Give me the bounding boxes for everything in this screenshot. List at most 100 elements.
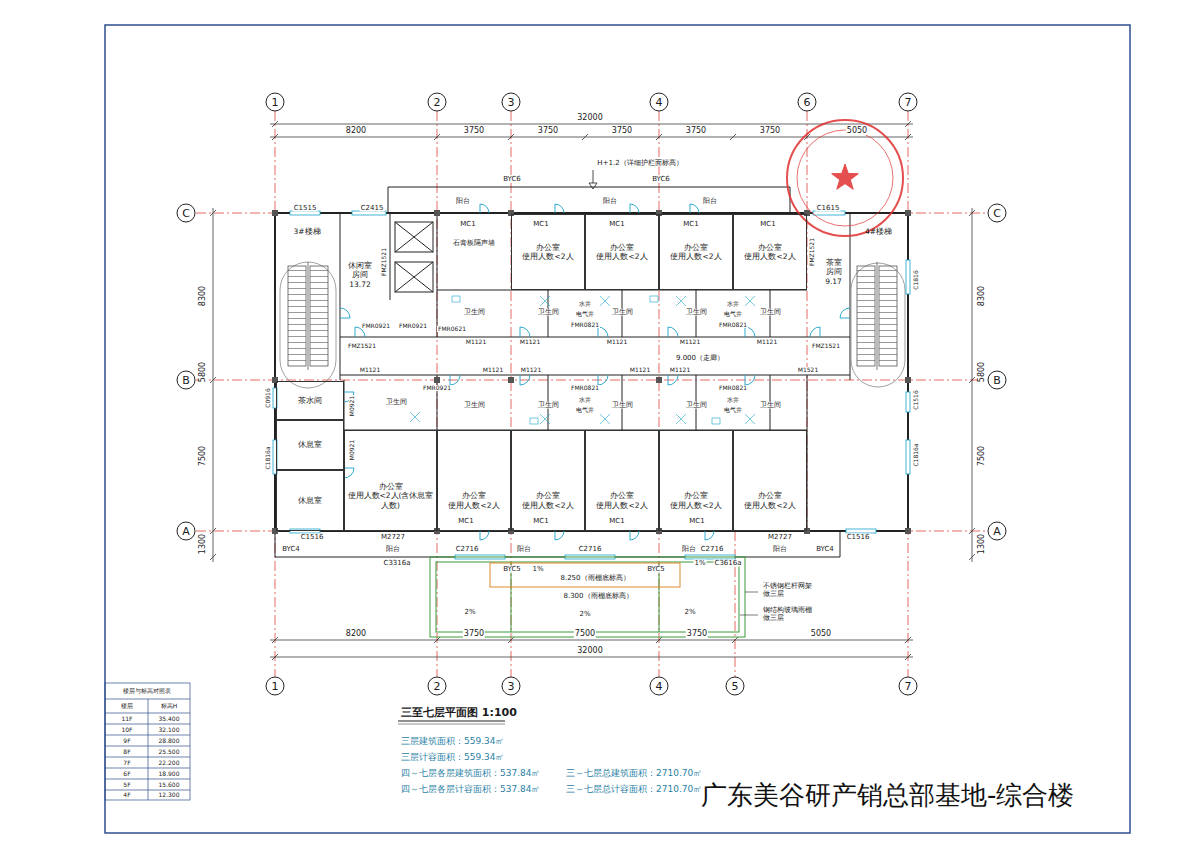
grid-axis-label: 7 [904, 97, 913, 108]
dimension-text: 5050 [846, 127, 868, 135]
room-name: 9.17 [825, 277, 842, 286]
grid-axis-label: 1 [271, 97, 280, 108]
grid-axis-label: 3 [507, 97, 516, 108]
door-window-code: FMR0621 [437, 326, 467, 332]
dimension-text: 5050 [810, 630, 832, 638]
table-cell: 10F [120, 727, 133, 733]
grid-axis-label: 4 [655, 97, 664, 108]
door-window-code: MC1 [608, 221, 625, 228]
grid-axis-label: 2 [433, 97, 442, 108]
area-note: 四～七层各层计容面积：537.84㎡ [400, 785, 542, 794]
note-text: 1% [531, 566, 544, 573]
door-window-code: BYC4 [815, 546, 835, 553]
room-name: 房间 [826, 267, 842, 276]
room-name: 茶室 [826, 258, 842, 267]
room-label: 阳台 [516, 546, 532, 553]
dimension-text: 8200 [345, 127, 367, 135]
table-cell: 28.800 [158, 738, 181, 744]
door-window-code: FMR0921 [361, 323, 391, 329]
room-name: 房间 [352, 270, 368, 279]
room-label: 卫生间 [463, 309, 486, 316]
dimension-text: 5800 [978, 361, 986, 383]
door-window-code: MC1 [459, 221, 476, 228]
door-window-code: MC1 [457, 518, 474, 525]
door-window-code: M1121 [629, 367, 651, 373]
room-box: 办公室使用人数<2人(含休息室人数) [344, 430, 437, 531]
area-note: 三层建筑面积：559.34㎡ [400, 737, 506, 746]
room-name: 办公室 [758, 491, 782, 500]
room-name: 休息室 [298, 440, 322, 449]
room-name: 使用人数<2人 [522, 252, 573, 261]
dimension-text: 32000 [576, 647, 603, 655]
room-name: 使用人数<2人 [670, 501, 721, 510]
grid-axis-label: B [181, 375, 191, 386]
room-name: 办公室 [610, 491, 634, 500]
door-window-code: M1121 [669, 367, 691, 373]
note-text: H+1.2（详细护栏面标高） [596, 160, 683, 167]
table-cell: 8F [122, 749, 131, 755]
table-cell: 25.500 [158, 749, 181, 755]
table-cell: 12.300 [158, 792, 181, 798]
room-name: 办公室 [684, 491, 708, 500]
door-window-code: FMR0921 [398, 323, 428, 329]
room-name: 休息室 [298, 496, 322, 505]
room-box: 办公室使用人数<2人 [659, 430, 733, 531]
grid-axis-label: C [181, 208, 191, 219]
stair-area: 4#楼梯 [851, 215, 906, 378]
table-cell: 4F [122, 792, 131, 798]
room-name: 休闲室 [348, 261, 372, 270]
room-label: 卫生间 [463, 402, 486, 409]
door-window-code: C2716 [455, 546, 480, 553]
room-name: 4#楼梯 [865, 227, 892, 236]
door-window-code: C1516 [913, 389, 919, 410]
room-box: 茶水间 [276, 381, 344, 420]
dimension-text: 3750 [759, 127, 781, 135]
grid-axis-label: 7 [904, 681, 913, 692]
door-window-code: FMR0821 [570, 385, 600, 391]
grid-axis-label: 1 [271, 681, 280, 692]
room-label: 卫生间 [759, 309, 782, 316]
room-label: 水井 [726, 301, 740, 307]
room-label: 水井 [578, 397, 592, 403]
room-label: 阳台 [772, 546, 788, 553]
room-box: 休息室 [276, 470, 344, 531]
room-label: 卫生间 [537, 402, 560, 409]
dimension-text: 7500 [574, 630, 596, 638]
table-cell: 22.200 [158, 760, 181, 766]
drawing-title: 三至七层平面图 1:100 [400, 707, 518, 718]
door-window-code: BYC4 [281, 546, 301, 553]
room-label: 电气井 [575, 407, 595, 413]
table-cell: 楼层 [120, 703, 134, 709]
area-note: 三～七层总建筑面积：2710.70㎡ [565, 769, 703, 778]
door-window-code: C2716 [578, 546, 603, 553]
door-window-code: FMR0821 [718, 385, 748, 391]
room-label: 电气井 [723, 407, 743, 413]
dimension-text: 7500 [199, 445, 207, 467]
note-text: 石膏板隔声墙 [452, 240, 496, 247]
room-label: 阳台 [385, 546, 401, 553]
door-window-code: C1516 [300, 534, 325, 541]
table-cell: 5F [122, 782, 131, 788]
grid-axis-label: 6 [803, 97, 812, 108]
dimension-text: 5800 [199, 361, 207, 383]
room-box: 办公室使用人数<2人 [437, 430, 511, 531]
table-cell: 楼层与标高对照表 [122, 688, 172, 694]
dimension-text: 3750 [463, 630, 485, 638]
door-window-code: MC1 [682, 221, 699, 228]
room-label: 卫生间 [685, 402, 708, 409]
door-window-code: MC1 [532, 221, 549, 228]
room-label: 水井 [578, 301, 592, 307]
grid-axis-label: 3 [507, 681, 516, 692]
room-name: 使用人数<2人 [596, 252, 647, 261]
room-box: 办公室使用人数<2人 [733, 430, 807, 531]
room-name: 使用人数<2人 [744, 501, 795, 510]
door-window-code: C1816a [913, 442, 919, 467]
door-window-code: M1121 [482, 367, 504, 373]
table-cell: 11F [120, 716, 133, 722]
table-cell: 9F [122, 738, 131, 744]
grid-axis-label: 5 [731, 681, 740, 692]
dimension-text: 3750 [537, 127, 559, 135]
area-note: 三层计容面积：559.34㎡ [400, 753, 506, 762]
room-name: 办公室 [684, 243, 708, 252]
